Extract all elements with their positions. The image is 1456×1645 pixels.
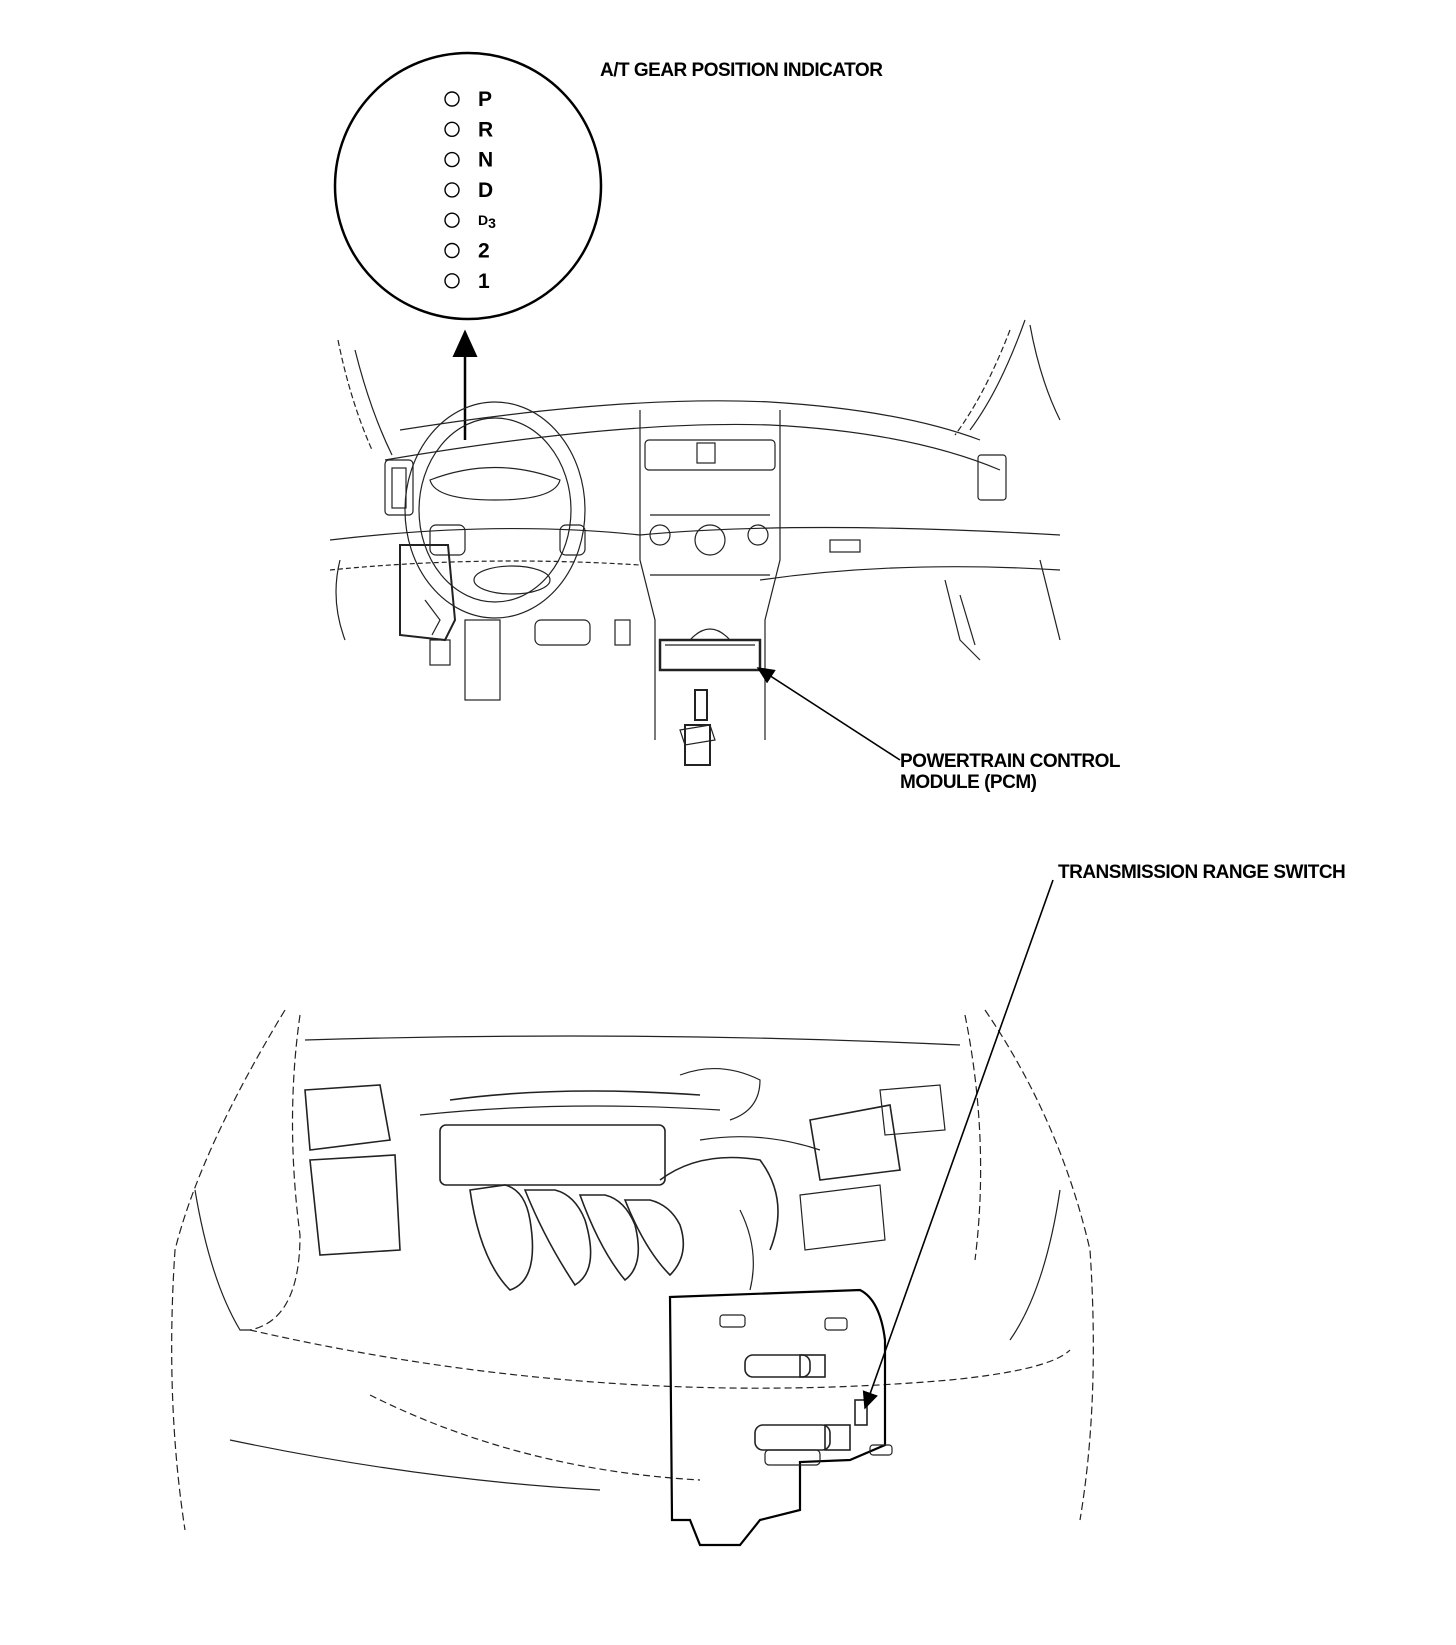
- trs-label: TRANSMISSION RANGE SWITCH: [1058, 862, 1346, 883]
- gear-lamp-icon: [444, 273, 460, 289]
- engine-bay-illustration: [171, 1009, 1094, 1547]
- gear-label: 1: [478, 270, 490, 293]
- gear-label: 2: [478, 240, 490, 263]
- indicator-title: A/T GEAR POSITION INDICATOR: [600, 60, 883, 81]
- gear-lamp-icon: [444, 91, 460, 107]
- gear-lamp-icon: [444, 182, 460, 198]
- pcm-leader: [756, 667, 901, 761]
- gear-lamp-icon: [444, 151, 460, 168]
- gear-lamp-icon: [444, 212, 460, 228]
- gear-label: R: [478, 118, 493, 141]
- gear-label: D3: [478, 212, 496, 231]
- gear-indicator-zoom: [333, 51, 603, 321]
- trs-leader: [862, 879, 1054, 1410]
- gear-lamp-icon: [444, 242, 460, 259]
- gear-lamp-icon: [444, 121, 460, 138]
- gear-label: N: [478, 149, 493, 172]
- dashboard-illustration: [329, 319, 1061, 766]
- gear-label: D: [478, 179, 493, 202]
- pcm-label-line2: MODULE (PCM): [900, 772, 1037, 793]
- gear-label: P: [478, 88, 492, 111]
- pcm-label-line1: POWERTRAIN CONTROL: [900, 751, 1121, 772]
